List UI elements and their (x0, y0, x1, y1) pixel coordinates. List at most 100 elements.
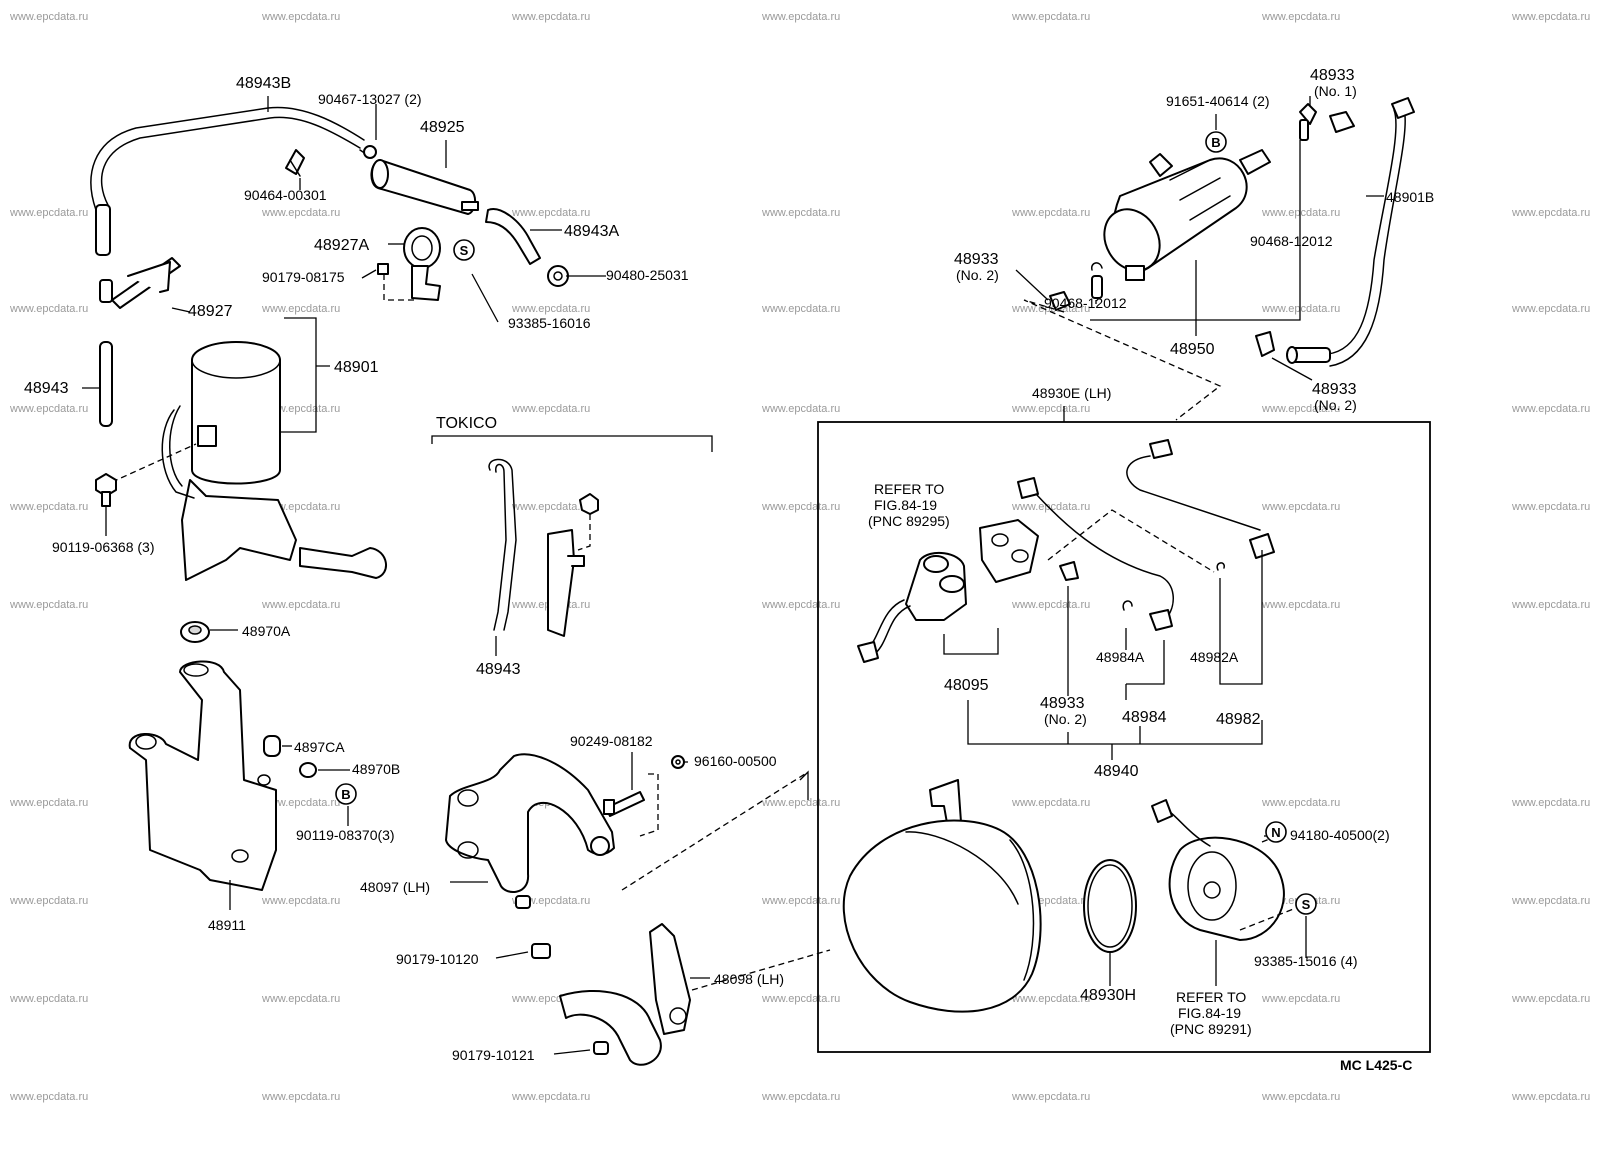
watermark-text: www.epcdata.ru (261, 207, 340, 219)
pipe-48943-tokico (488, 458, 517, 631)
label-48901B: 48901B (1386, 189, 1434, 205)
watermark-text: www.epcdata.ru (1261, 501, 1340, 513)
label-90468-12012-right: 90468-12012 (1250, 233, 1333, 249)
watermark-text: www.epcdata.ru (1511, 303, 1590, 315)
box-48930E (817, 421, 1431, 1053)
watermark-text: www.epcdata.ru (761, 895, 840, 907)
label-48984A: 48984A (1096, 649, 1145, 665)
svg-text:B: B (1211, 135, 1220, 150)
bolt-90179-08175 (377, 263, 389, 275)
watermark-text: www.epcdata.ru (9, 303, 88, 315)
label-90464-00301: 90464-00301 (244, 187, 327, 203)
gasket-48930H (1083, 859, 1137, 953)
part-labels: 48943B 90467-13027 (2) 48925 90464-00301… (24, 67, 1434, 1073)
label-90467-13027: 90467-13027 (2) (318, 91, 422, 107)
label-48933-center: 48933 (1040, 695, 1085, 712)
label-48943-left: 48943 (24, 380, 69, 397)
watermark-text: www.epcdata.ru (261, 599, 340, 611)
filter-48925 (359, 145, 479, 215)
watermark-text: www.epcdata.ru (9, 207, 88, 219)
svg-text:B: B (341, 787, 350, 802)
label-48930E: 48930E (LH) (1032, 385, 1111, 401)
label-48950: 48950 (1170, 341, 1215, 358)
watermark-text: www.epcdata.ru (1511, 797, 1590, 809)
refer-1-line-2: FIG.84-19 (874, 497, 937, 513)
filter-48950 (1103, 149, 1271, 281)
bolt-90119-06368 (95, 473, 117, 507)
svg-text:N: N (1271, 825, 1280, 840)
clip-48933-no1 (1299, 103, 1355, 141)
label-48901: 48901 (334, 359, 379, 376)
label-90179-10120: 90179-10120 (396, 951, 479, 967)
watermark-text: www.epcdata.ru (1261, 403, 1340, 415)
sensor-48095 (857, 519, 1039, 663)
watermark-text: www.epcdata.ru (1011, 501, 1090, 513)
bracket-48911 (128, 660, 277, 891)
refer-2-line-2: FIG.84-19 (1178, 1005, 1241, 1021)
label-90179-10121: 90179-10121 (452, 1047, 535, 1063)
watermark-text: www.epcdata.ru (1011, 797, 1090, 809)
watermark-text: www.epcdata.ru (9, 895, 88, 907)
label-91651-40614: 91651-40614 (2) (1166, 93, 1270, 109)
watermark-text: www.epcdata.ru (761, 303, 840, 315)
tokico-bracket (547, 493, 599, 637)
watermark-text: www.epcdata.ru (761, 501, 840, 513)
watermark-text: www.epcdata.ru (1261, 797, 1340, 809)
tokico-bracket-frame (431, 435, 713, 452)
watermark-text: www.epcdata.ru (761, 993, 840, 1005)
label-48984: 48984 (1122, 709, 1167, 726)
label-48933-center-sub: (No. 2) (1044, 711, 1087, 727)
watermark-text: www.epcdata.ru (1011, 207, 1090, 219)
watermark-text: www.epcdata.ru (511, 403, 590, 415)
watermark-text: www.epcdata.ru (1511, 501, 1590, 513)
sensor-wire-48984 (1017, 477, 1174, 631)
label-48933-no1-sub: (No. 1) (1314, 83, 1357, 99)
bracket-48097 (445, 753, 615, 909)
label-48911: 48911 (208, 917, 246, 933)
watermark-text: www.epcdata.ru (1261, 11, 1340, 23)
watermark-text: www.epcdata.ru (511, 11, 590, 23)
sheet-code: MC L425-C (1340, 1057, 1412, 1073)
watermark-text: www.epcdata.ru (1011, 1091, 1090, 1103)
watermark-text: www.epcdata.ru (9, 501, 88, 513)
svg-text:S: S (1302, 897, 1311, 912)
watermark-text: www.epcdata.ru (1511, 993, 1590, 1005)
watermark-text: www.epcdata.ru (9, 1091, 88, 1103)
watermark-text: www.epcdata.ru (261, 993, 340, 1005)
grommet-48970B (299, 762, 317, 778)
mark-b-right: B (1205, 131, 1227, 153)
svg-text:S: S (460, 243, 469, 258)
watermark-text: www.epcdata.ru (1261, 993, 1340, 1005)
watermark-text: www.epcdata.ru (261, 1091, 340, 1103)
watermark-text: www.epcdata.ru (1261, 599, 1340, 611)
watermark-text: www.epcdata.ru (1511, 599, 1590, 611)
clip-90468-left (1091, 262, 1103, 299)
watermark-text: www.epcdata.ru (511, 1091, 590, 1103)
pump-48901 (161, 341, 387, 581)
watermark-text: www.epcdata.ru (1511, 207, 1590, 219)
label-48970B: 48970B (352, 761, 400, 777)
watermark-text: www.epcdata.ru (9, 797, 88, 809)
watermark-text: www.epcdata.ru (1261, 1091, 1340, 1103)
refer-2-line-3: (PNC 89291) (1170, 1021, 1252, 1037)
watermark-text: www.epcdata.ru (1011, 993, 1090, 1005)
clip-48933-center (1059, 561, 1079, 581)
clip-48984A (1122, 600, 1133, 611)
label-94180-40500: 94180-40500(2) (1290, 827, 1390, 843)
watermark-text: www.epcdata.ru (1011, 403, 1090, 415)
watermark-text: www.epcdata.ru (1511, 895, 1590, 907)
label-48095: 48095 (944, 677, 989, 694)
nut-90480 (547, 265, 569, 287)
pad-90179-10120 (531, 943, 551, 959)
watermark-text: www.epcdata.ru (761, 1091, 840, 1103)
label-48943A: 48943A (564, 223, 619, 240)
watermark-text: www.epcdata.ru (1511, 11, 1590, 23)
mark-s-top: S (453, 239, 475, 261)
watermark-text: www.epcdata.ru (9, 599, 88, 611)
bolt-90249 (603, 791, 645, 817)
watermark-text: www.epcdata.ru (1011, 11, 1090, 23)
hose-48943A (485, 208, 541, 265)
label-48925: 48925 (420, 119, 465, 136)
bracket-48098 (559, 923, 691, 1066)
label-96160-00500: 96160-00500 (694, 753, 777, 769)
